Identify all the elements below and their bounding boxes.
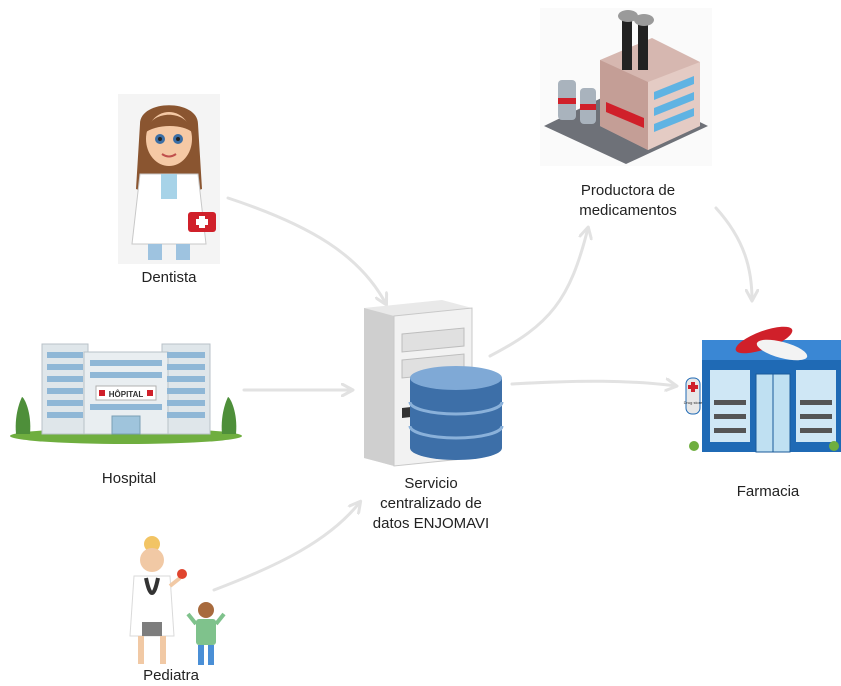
server-database-illustration xyxy=(364,300,504,467)
dentista-label: Dentista xyxy=(141,269,197,286)
pediatrician-illustration xyxy=(129,536,226,665)
arrow-servicio-productora xyxy=(488,228,588,358)
hospital-illustration: HÔPITAL xyxy=(10,343,242,444)
hospital-sign: HÔPITAL xyxy=(109,390,144,399)
arrow-servicio-farmacia xyxy=(510,381,676,386)
arrow-pediatra-servicio xyxy=(212,502,360,592)
database-icon xyxy=(408,366,504,460)
pediatra-label: Pediatra xyxy=(143,667,199,684)
arrow-productora-farmacia xyxy=(714,206,752,300)
arrow-dentista-servicio xyxy=(226,196,386,304)
hospital-label: Hospital xyxy=(101,470,157,487)
productora-label: Productora de medicamentos xyxy=(579,182,677,219)
factory-illustration xyxy=(540,8,712,166)
farmacia-label: Farmacia xyxy=(736,483,800,500)
servicio-label: Servicio centralizado de datos ENJOMAVI xyxy=(372,475,490,532)
pharmacy-sign: Drug store xyxy=(684,400,703,405)
dentist-illustration xyxy=(118,94,220,264)
pharmacy-illustration: Drug store xyxy=(684,326,841,453)
